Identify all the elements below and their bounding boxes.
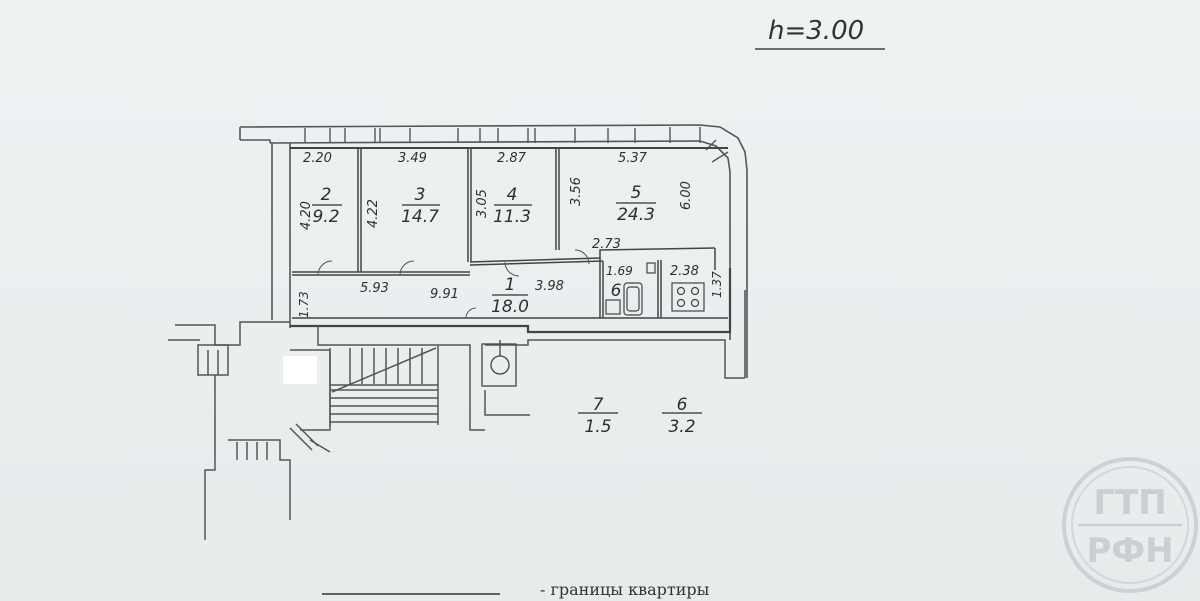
dim-label: 3.98 [535, 279, 564, 294]
dim-label: 2.20 [303, 151, 332, 166]
dim-label: 2.87 [497, 151, 527, 166]
dim-label-vertical: 3.56 [569, 177, 584, 206]
ventilation-shaft [481, 340, 517, 387]
room-number: 7 [593, 395, 604, 415]
white-patch [283, 356, 317, 384]
dim-label: 1.69 [606, 264, 633, 278]
watermark-bottom-text: РФН [1086, 531, 1173, 571]
dim-label: 2.38 [670, 264, 699, 279]
room-area: 9.2 [312, 207, 339, 227]
dim-label-vertical: 1.37 [710, 271, 724, 298]
ceiling-height-note: h=3.00 [768, 16, 865, 46]
room-area: 3.2 [668, 417, 695, 437]
watermark-seal: ГТП РФН [1062, 457, 1198, 593]
dim-label-vertical: 1.73 [297, 291, 311, 318]
room-number: 6 [611, 281, 622, 301]
dim-label: 9.91 [430, 287, 459, 302]
stairwell [168, 321, 745, 540]
window-marks [304, 127, 729, 163]
stove-icon [671, 282, 705, 312]
room-area: 11.3 [493, 207, 531, 227]
room-number: 4 [507, 185, 518, 205]
room-area: 18.0 [491, 297, 529, 317]
room-number: 6 [677, 395, 688, 415]
dim-label-vertical: 6.00 [679, 181, 694, 210]
room-area: 14.7 [401, 207, 439, 227]
door-swings [317, 249, 590, 319]
room-number: 2 [321, 185, 332, 205]
dim-label: 5.93 [360, 281, 389, 296]
legend-text: - границы квартиры [540, 580, 710, 599]
dim-label: 3.49 [398, 151, 427, 166]
room-number: 1 [505, 275, 516, 295]
room-area: 24.3 [617, 205, 655, 225]
dim-label-vertical: 3.05 [475, 189, 490, 218]
bathroom-fixtures [605, 262, 656, 316]
dim-label-vertical: 4.22 [366, 199, 381, 228]
room-number: 5 [631, 183, 642, 203]
dim-label: 5.37 [618, 151, 648, 166]
room-number: 3 [415, 185, 426, 205]
watermark-top-text: ГТП [1093, 483, 1166, 523]
dim-label-vertical: 4.20 [299, 201, 314, 230]
interior-walls [290, 147, 732, 334]
room-area: 1.5 [584, 417, 611, 437]
dim-label: 2.73 [592, 237, 621, 252]
